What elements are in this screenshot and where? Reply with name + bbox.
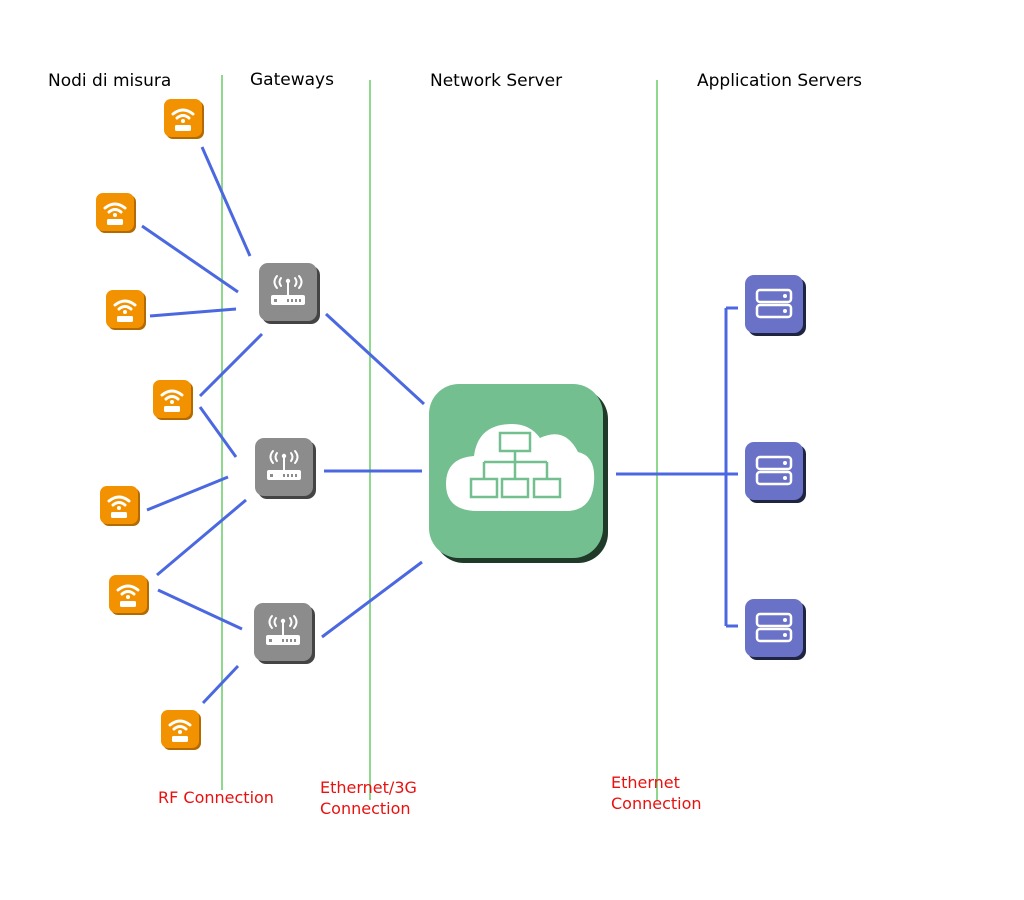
label-ethernet-connection: Ethernet Connection xyxy=(611,773,702,813)
app-server-2 xyxy=(743,440,808,505)
header-application-servers: Application Servers xyxy=(697,71,862,91)
network-server-icon xyxy=(429,384,608,563)
node-3 xyxy=(104,288,148,332)
label-rf-connection: RF Connection xyxy=(158,788,274,807)
node-2 xyxy=(94,191,138,235)
label-ethernet-3g-connection: Ethernet/3G Connection xyxy=(320,778,417,818)
node-5 xyxy=(98,484,142,528)
gateways xyxy=(253,262,321,665)
links xyxy=(141,146,738,705)
app-server-3 xyxy=(743,597,808,662)
gateway-3 xyxy=(253,602,316,665)
node-7 xyxy=(159,708,203,752)
node-6 xyxy=(107,573,151,617)
node-4 xyxy=(151,378,195,422)
header-network-server: Network Server xyxy=(430,71,563,91)
app-server-1 xyxy=(743,273,808,338)
gateway-1 xyxy=(258,262,321,325)
node-1 xyxy=(162,97,206,141)
gateway-2 xyxy=(254,437,317,500)
header-nodes: Nodi di misura xyxy=(48,71,172,91)
application-servers xyxy=(743,273,808,662)
measurement-nodes xyxy=(94,97,206,752)
header-gateways: Gateways xyxy=(250,70,334,90)
